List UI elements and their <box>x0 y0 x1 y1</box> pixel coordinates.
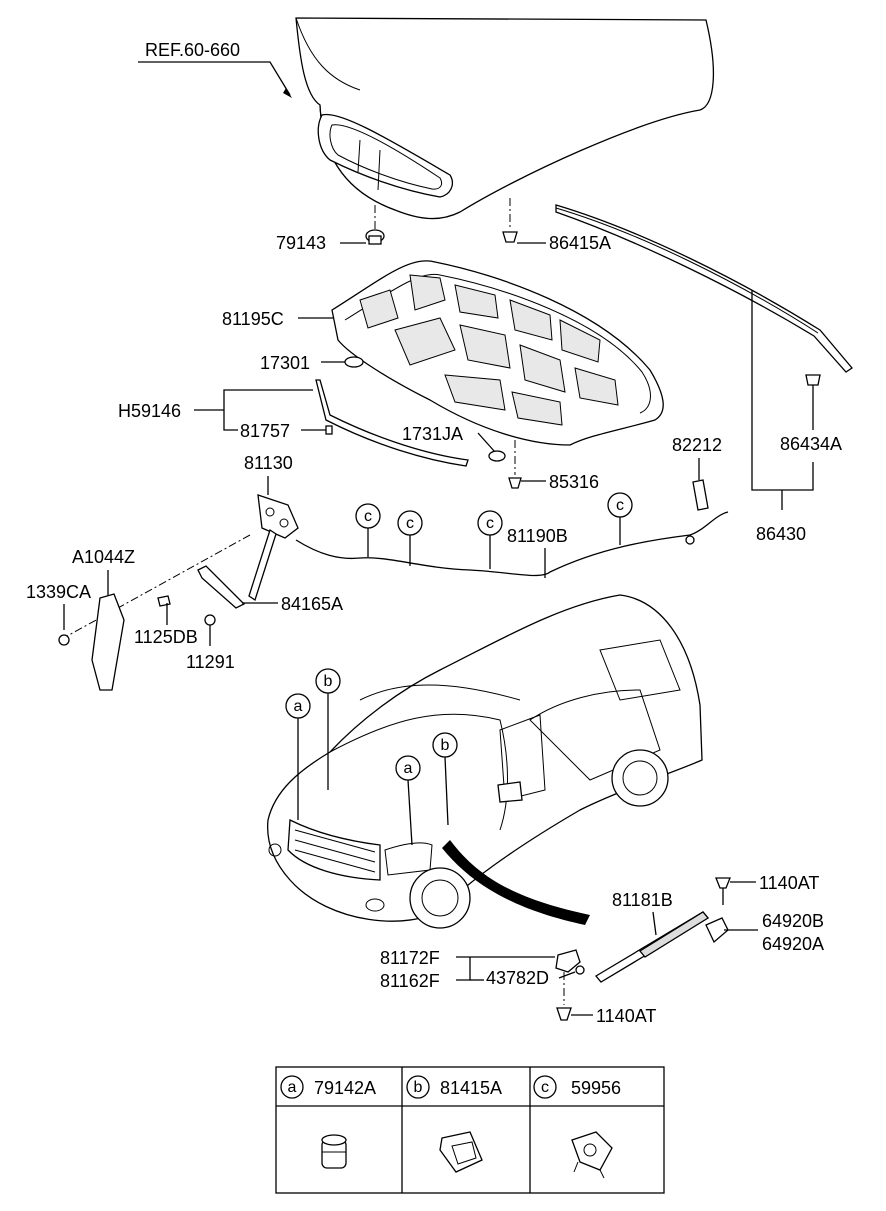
legend-cell-c: c 59956 <box>533 1075 621 1179</box>
label-11291: 11291 <box>186 652 235 672</box>
svg-text:a: a <box>294 698 303 715</box>
hood-bumper-79143 <box>365 205 385 245</box>
ref-label: REF.60-660 <box>145 40 240 60</box>
nut-43782D <box>575 965 585 975</box>
callout-c-3: c <box>477 510 503 569</box>
label-64920A: 64920A <box>762 934 824 954</box>
callout-b-2: b <box>432 732 458 826</box>
bolt-1140AT-top <box>715 877 731 889</box>
label-43782D: 43782D <box>486 968 549 988</box>
detail-swoosh <box>442 840 590 925</box>
latch-bracket <box>91 593 125 691</box>
hood-panel <box>295 17 714 220</box>
assembly-line <box>59 534 251 641</box>
label-1140AT-top: 1140AT <box>759 873 819 893</box>
label-81162F: 81162F <box>380 971 440 991</box>
legend-table <box>275 1066 665 1194</box>
legend-cell-a: a 79142A <box>280 1075 376 1169</box>
label-82212: 82212 <box>672 435 722 455</box>
callout-c-1: c <box>355 503 381 557</box>
label-1339CA: 1339CA <box>26 582 91 602</box>
callout-b-1: b <box>315 668 341 790</box>
legend-cell-b: b 81415A <box>406 1075 502 1173</box>
callout-a-1: a <box>285 693 311 820</box>
label-1140AT-bottom: 1140AT <box>596 1006 656 1026</box>
label-17301: 17301 <box>260 353 310 373</box>
svg-text:b: b <box>441 737 450 754</box>
label-81757: 81757 <box>240 421 290 441</box>
label-86434A: 86434A <box>780 434 842 454</box>
cable-clip-icon <box>571 1131 613 1179</box>
svg-text:c: c <box>541 1079 549 1096</box>
vehicle-outline <box>266 594 703 929</box>
svg-text:c: c <box>364 508 372 525</box>
label-A1044Z: A1044Z <box>72 547 135 567</box>
hood-insulator <box>331 260 664 446</box>
callout-c-4: c <box>607 492 633 545</box>
ref-leader <box>138 61 291 96</box>
label-86430: 86430 <box>756 524 806 544</box>
label-79143: 79143 <box>276 233 326 253</box>
grommet-1731JA <box>488 450 506 462</box>
clip-86415A <box>502 198 518 243</box>
bumper-icon <box>321 1134 347 1169</box>
bolt-11291 <box>204 614 216 626</box>
clip-81757 <box>325 425 333 435</box>
clip-icon <box>439 1131 483 1173</box>
hood-weatherstrip <box>555 204 853 373</box>
svg-text:c: c <box>406 515 414 532</box>
release-cable <box>295 511 729 577</box>
label-H59146: H59146 <box>118 401 181 421</box>
bracket-81172F <box>555 949 581 973</box>
label-81172F: 81172F <box>380 948 440 968</box>
hood-latch <box>248 494 299 602</box>
svg-text:b: b <box>414 1079 423 1096</box>
legend-part-a: 79142A <box>314 1078 376 1098</box>
svg-text:a: a <box>288 1079 297 1096</box>
nut-1339CA <box>58 634 70 646</box>
label-81190B: 81190B <box>507 526 568 546</box>
bracket-82212 <box>692 479 709 511</box>
clip-85316 <box>508 477 522 489</box>
svg-text:c: c <box>616 497 624 514</box>
svg-text:b: b <box>324 673 333 690</box>
clip-86434A <box>805 374 821 386</box>
legend-part-c: 59956 <box>571 1078 621 1098</box>
bracket-84165A <box>197 565 246 609</box>
label-84165A: 84165A <box>281 594 343 614</box>
legend-part-b: 81415A <box>440 1078 502 1098</box>
callout-c-2: c <box>397 510 423 566</box>
svg-text:a: a <box>404 760 413 777</box>
hood-stay-rod <box>315 379 469 467</box>
label-81181B: 81181B <box>612 890 673 910</box>
callout-a-2: a <box>395 755 421 846</box>
bolt-1125DB <box>157 595 171 607</box>
label-85316: 85316 <box>549 472 599 492</box>
grommet-17301 <box>344 356 364 368</box>
label-1125DB: 1125DB <box>134 627 198 647</box>
label-1731JA: 1731JA <box>402 424 463 444</box>
label-81130: 81130 <box>244 453 293 473</box>
label-64920B: 64920B <box>762 911 824 931</box>
svg-text:c: c <box>486 515 494 532</box>
label-81195C: 81195C <box>222 309 284 329</box>
label-86415A: 86415A <box>549 233 611 253</box>
bolt-1140AT-bottom <box>556 1007 572 1021</box>
